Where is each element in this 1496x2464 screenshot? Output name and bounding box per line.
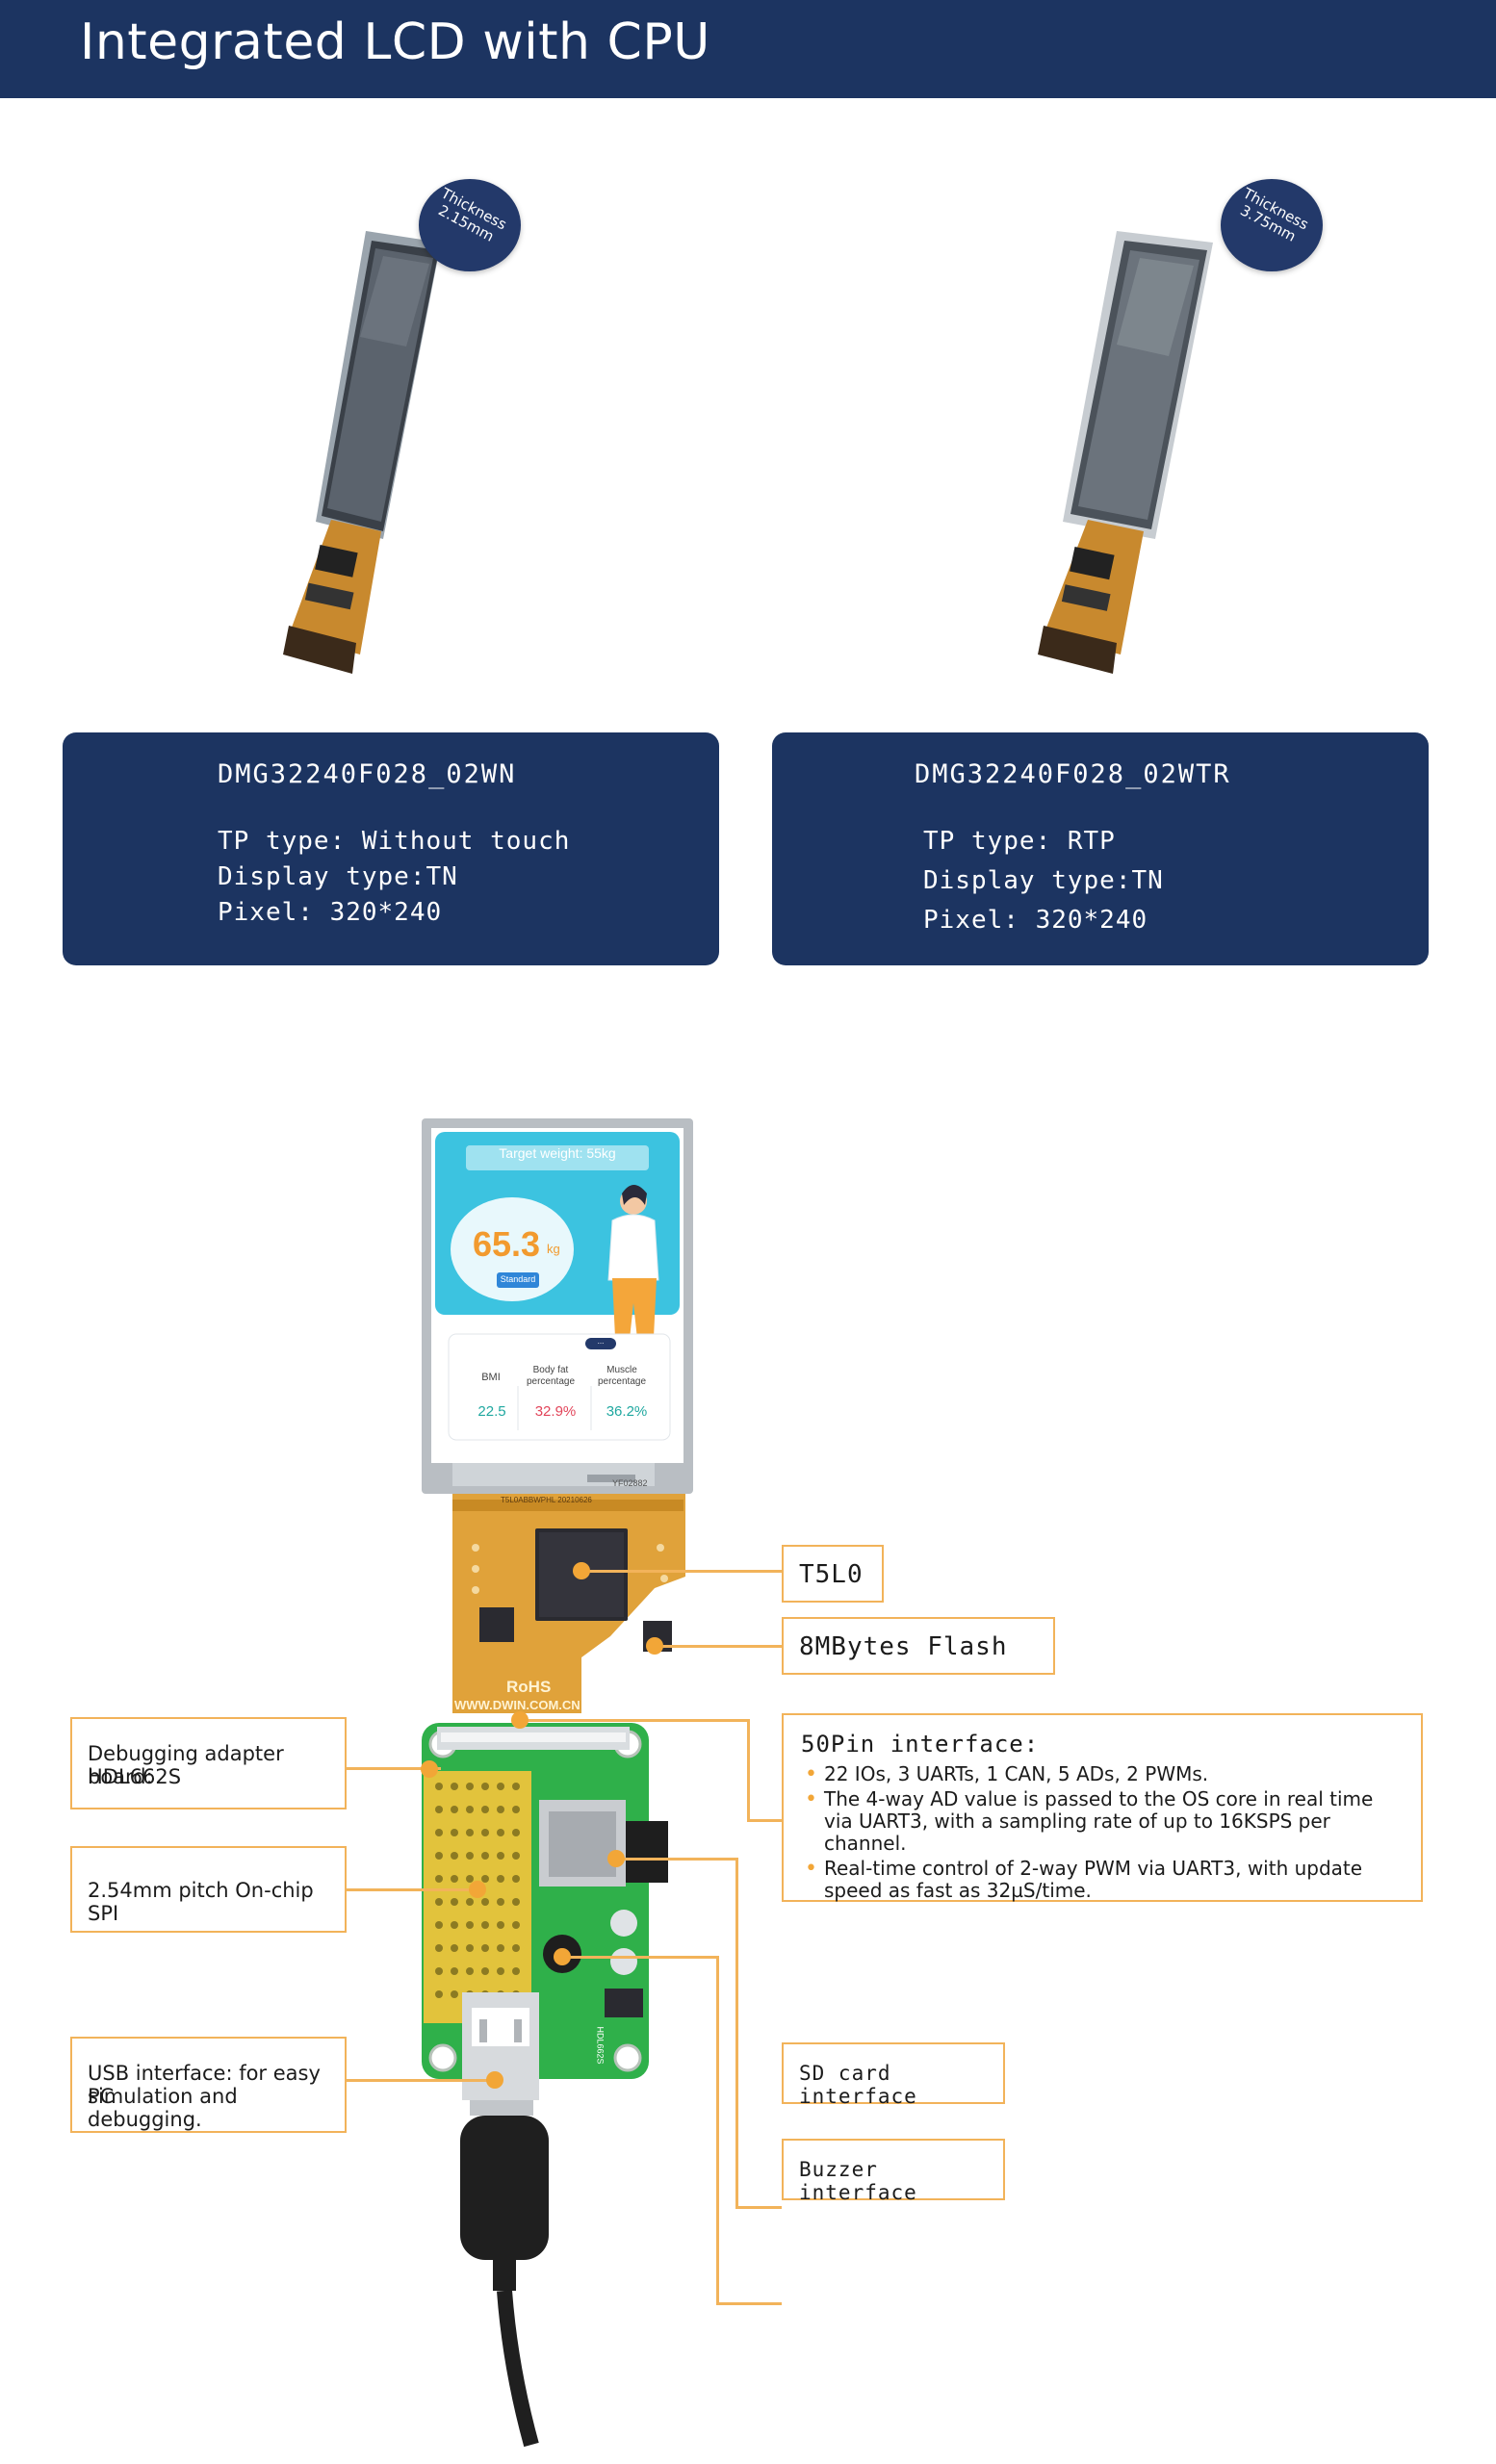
metric-value-muscle: 36.2% xyxy=(606,1403,648,1420)
metric-label: Muscle percentage xyxy=(597,1365,647,1387)
metric-value-fat: 32.9% xyxy=(534,1403,577,1420)
model-name: DMG32240F028_02WTR xyxy=(915,759,1231,789)
callout-label: USB interface: for easy PC xyxy=(88,2062,321,2108)
spec-card-right: DMG32240F028_02WTR TP type: RTP Display … xyxy=(772,732,1429,965)
interface-title: 50Pin interface: xyxy=(801,1731,1040,1758)
pixel-spec: Pixel: 320*240 xyxy=(923,906,1148,935)
callout-buzzer: Buzzer interface xyxy=(782,2139,1005,2204)
target-weight: Target weight: 55kg xyxy=(499,1145,616,1161)
interface-item: Real-time control of 2-way PWM via UART3… xyxy=(803,1858,1407,1902)
callout-50pin-interface: 50Pin interface: 22 IOs, 3 UARTs, 1 CAN,… xyxy=(782,1713,1423,1902)
callout-debug-board: Debugging adapter board: HDL662S xyxy=(70,1717,347,1810)
leader-lines xyxy=(347,1570,782,2305)
callout-flash: 8MBytes Flash xyxy=(782,1617,1055,1675)
weight-unit: kg xyxy=(547,1242,560,1256)
device-illustration xyxy=(347,1118,782,2448)
callout-label: 8MBytes Flash xyxy=(799,1632,1008,1661)
callout-usb: USB interface: for easy PC simulation an… xyxy=(70,2037,347,2133)
usb-cable xyxy=(497,2290,539,2448)
tp-type: TP type: RTP xyxy=(923,827,1116,856)
callout-sd-card: SD card interface xyxy=(782,2042,1005,2108)
pixel-spec: Pixel: 320*240 xyxy=(218,898,443,927)
callout-label: Buzzer interface xyxy=(799,2158,917,2204)
metric-value-bmi: 22.5 xyxy=(477,1403,506,1420)
usb-plug xyxy=(460,2116,549,2260)
callout-label: SD card interface xyxy=(799,2062,917,2108)
thickness-badge-right: Thickness 3.75mm xyxy=(1221,179,1323,271)
callout-t5l0: T5L0 xyxy=(782,1545,884,1603)
interface-item: 22 IOs, 3 UARTs, 1 CAN, 5 ADs, 2 PWMs. xyxy=(803,1763,1407,1786)
board-model-mark: HDL662S xyxy=(595,2026,606,2065)
display-type: Display type:TN xyxy=(218,862,458,891)
weight-bubble xyxy=(451,1197,574,1301)
callout-label: simulation and debugging. xyxy=(88,2085,238,2131)
callout-label: T5L0 xyxy=(799,1560,864,1589)
callout-label: HDL662S xyxy=(88,1765,182,1788)
interface-list: 22 IOs, 3 UARTs, 1 CAN, 5 ADs, 2 PWMs. T… xyxy=(803,1763,1407,1905)
metric-label: BMI xyxy=(481,1372,501,1383)
rohs-mark: RoHS xyxy=(506,1678,552,1696)
fpc-text: T5L0ABBWPHL 20210626 xyxy=(501,1496,592,1504)
weight-value: 65.3 xyxy=(473,1224,541,1264)
board-url: WWW.DWIN.COM.CN xyxy=(454,1698,580,1712)
interface-item: The 4-way AD value is passed to the OS c… xyxy=(803,1788,1407,1855)
spec-card-left: DMG32240F028_02WN TP type: Without touch… xyxy=(63,732,719,965)
leader-dots xyxy=(421,1562,663,2089)
tp-type: TP type: Without touch xyxy=(218,827,571,856)
page-title: Integrated LCD with CPU xyxy=(80,13,710,71)
chat-bubble: ... xyxy=(597,1337,605,1346)
metric-label: Body fat percentage xyxy=(526,1365,576,1387)
model-name: DMG32240F028_02WN xyxy=(218,759,517,789)
callout-spi: 2.54mm pitch On-chip SPI xyxy=(70,1846,347,1933)
status-badge: Standard xyxy=(500,1274,536,1284)
callout-label: Debugging adapter board: xyxy=(88,1742,284,1788)
page-header: Integrated LCD with CPU xyxy=(0,0,1496,98)
product-photo-left xyxy=(283,231,441,674)
product-photo-right xyxy=(1038,231,1213,674)
thickness-badge-left: Thickness 2.15mm xyxy=(419,179,521,271)
fpc-mark: YF02882 xyxy=(612,1478,648,1488)
display-type: Display type:TN xyxy=(923,866,1164,895)
callout-label: 2.54mm pitch On-chip SPI xyxy=(88,1879,314,1925)
